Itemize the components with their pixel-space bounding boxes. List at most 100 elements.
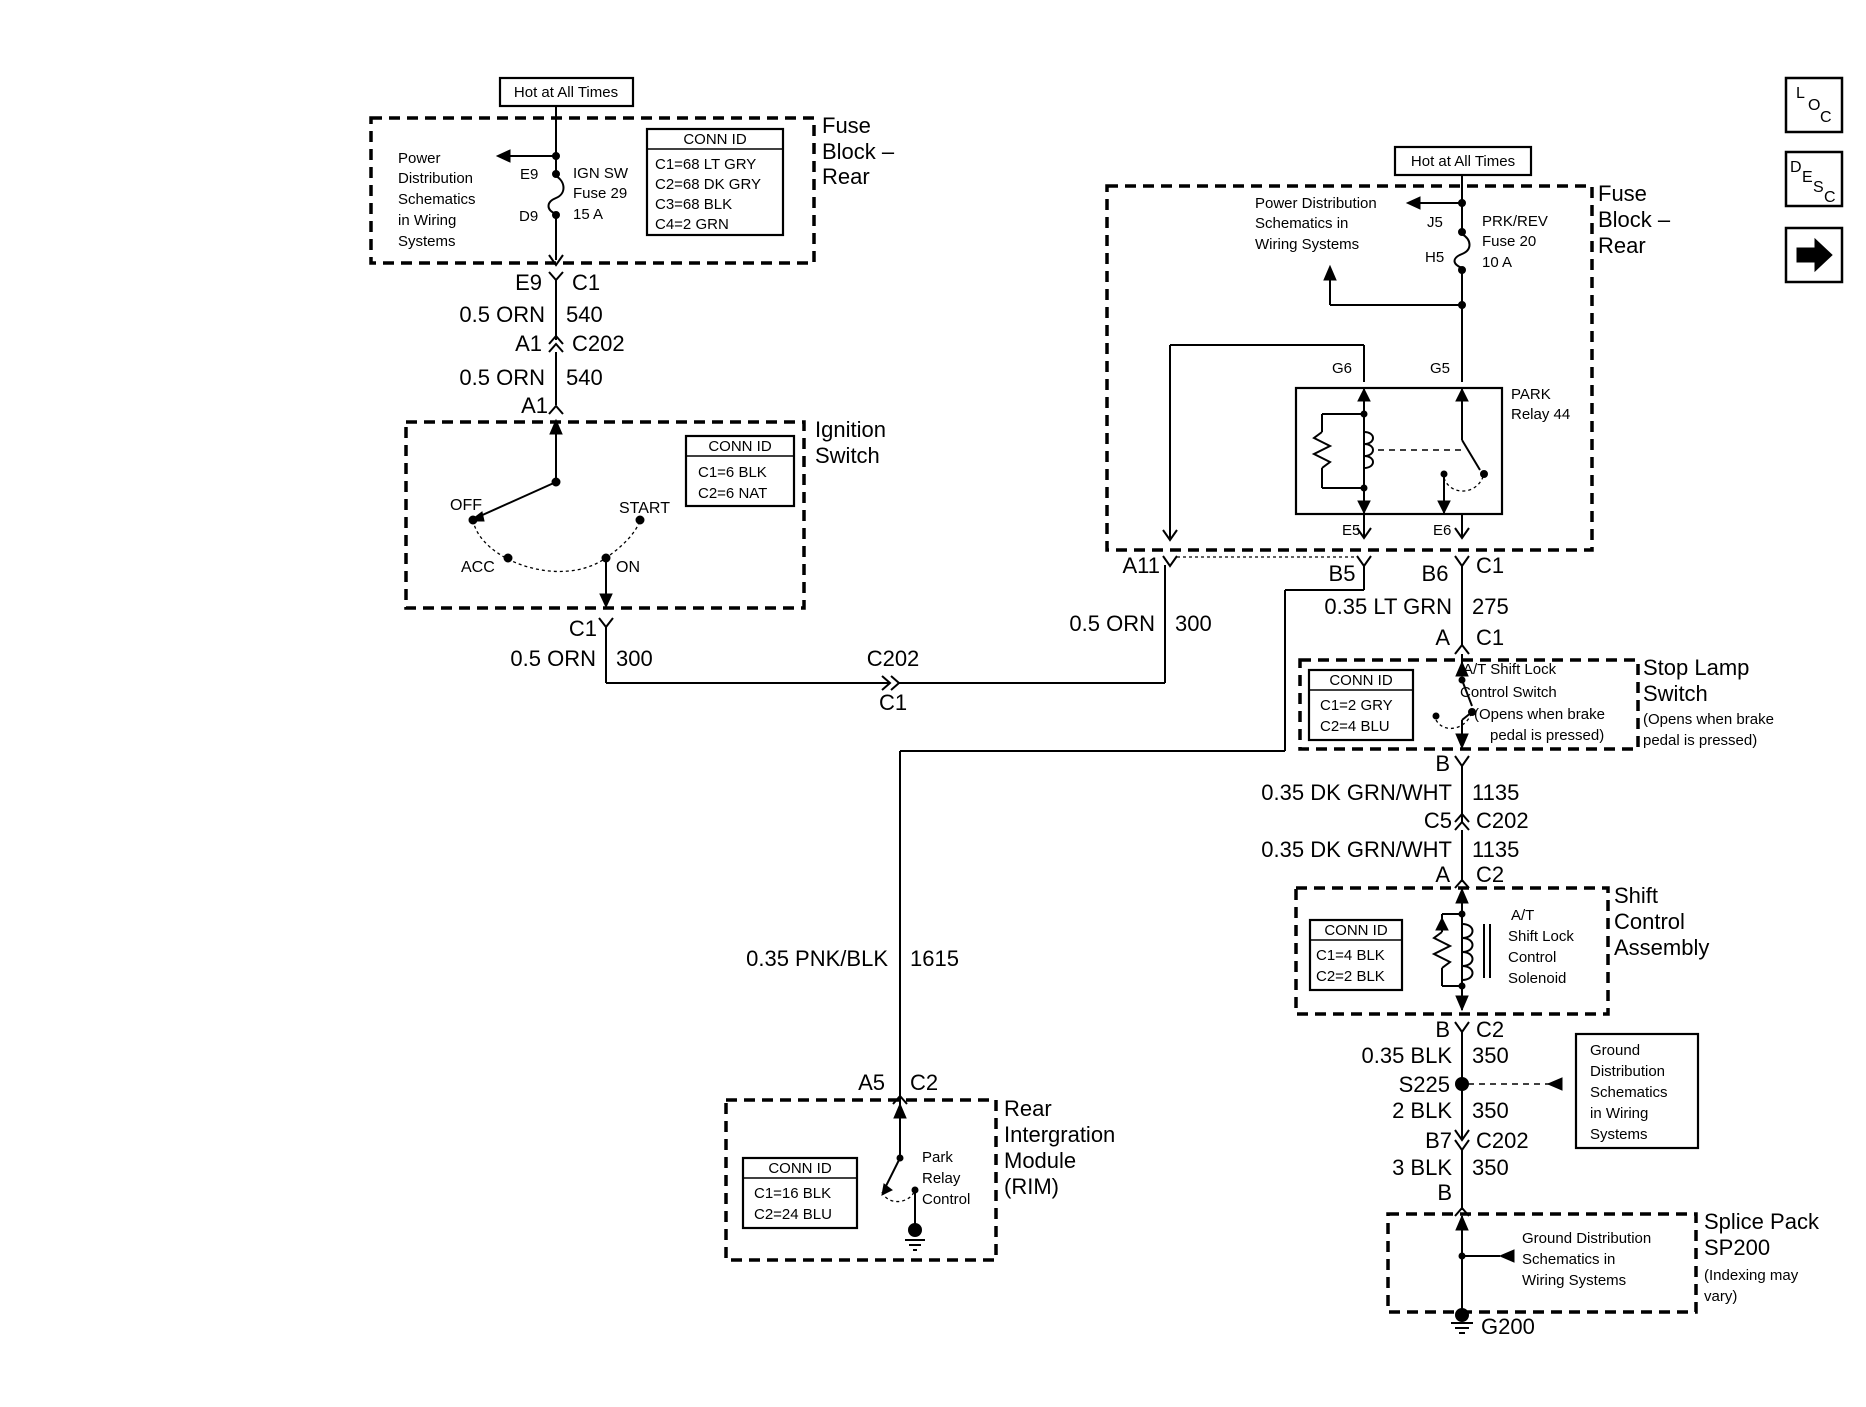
- fuse-block-right-title-2: Block –: [1598, 207, 1671, 232]
- hot-at-all-times-left: [498, 76, 635, 108]
- arrow-right-icon: [1796, 237, 1833, 273]
- fuse-left-number: Fuse 29: [573, 185, 627, 202]
- fuse-left-ref-2: Distribution: [398, 170, 473, 187]
- splice-s225: [1455, 1077, 1469, 1091]
- ignition-acc-label: ACC: [461, 559, 495, 576]
- wire-1135-color-2: 0.35 DK GRN/WHT: [1261, 837, 1452, 862]
- solenoid-label-2: Shift Lock: [1508, 928, 1574, 945]
- stop-lamp-title-2: Switch: [1643, 681, 1708, 706]
- left-c1-pin: E9: [515, 270, 542, 295]
- resistor-icon: [1431, 931, 1453, 969]
- fuse-left-pin-e9: E9: [520, 166, 538, 183]
- relay-contact-icon: [1461, 439, 1481, 471]
- shift-title-1: Shift: [1614, 883, 1658, 908]
- relay-number: Relay 44: [1511, 406, 1570, 423]
- ignition-title-2: Switch: [815, 443, 880, 468]
- wire-540-color-2: 0.5 ORN: [459, 365, 545, 390]
- connector-icon: [548, 254, 564, 267]
- rim-c2-label: C2: [910, 1070, 938, 1095]
- rim-title-2: Intergration: [1004, 1122, 1115, 1147]
- stop-lamp-inner-4: pedal is pressed): [1490, 727, 1604, 744]
- rim-pin-a5: A5: [858, 1070, 885, 1095]
- ignition-off-label: OFF: [450, 497, 482, 514]
- fuse-right-number: Fuse 20: [1482, 233, 1536, 250]
- next-page-button[interactable]: [1784, 226, 1844, 284]
- splice-pack-ref-2: Schematics in: [1522, 1251, 1615, 1268]
- hot-at-all-times-left-label: Hot at All Times: [514, 84, 618, 101]
- desc-button[interactable]: D E S C: [1784, 150, 1844, 208]
- stop-lamp-conn-title: CONN ID: [1329, 672, 1393, 689]
- ground-distribution-ref: [1574, 1032, 1700, 1150]
- rim-control-1: Park: [922, 1149, 953, 1166]
- wire-1135-color-1: 0.35 DK GRN/WHT: [1261, 780, 1452, 805]
- hot-at-all-times-right: [1393, 145, 1533, 177]
- splice-pack-ref-3: Wiring Systems: [1522, 1272, 1626, 1289]
- stop-lamp-note-2: pedal is pressed): [1643, 732, 1757, 749]
- fuse-right-rating: 10 A: [1482, 254, 1512, 271]
- right-c202-label: C202: [1476, 808, 1529, 833]
- fuse-left-ref-4: in Wiring: [398, 212, 456, 229]
- desc-button-frame[interactable]: [1784, 150, 1844, 208]
- relay-pin-g5: G5: [1430, 360, 1450, 377]
- ground-ref-1: Ground: [1590, 1042, 1640, 1059]
- relay-pin-g6: G6: [1332, 360, 1352, 377]
- left-c202-label: C202: [572, 331, 625, 356]
- solenoid-coil-icon: [1461, 923, 1474, 981]
- ground-ref-5: Systems: [1590, 1126, 1648, 1143]
- wire-350-number-1: 350: [1472, 1043, 1509, 1068]
- shift-pin-a: A: [1435, 862, 1450, 887]
- fuse-right-ref-3: Wiring Systems: [1255, 236, 1359, 253]
- arrow-left-icon: [1546, 1077, 1563, 1091]
- right-pin-b7: B7: [1425, 1128, 1452, 1153]
- fuse-left-conn-4: C4=2 GRN: [655, 216, 729, 233]
- shift-c2-top: C2: [1476, 862, 1504, 887]
- ignition-conn-1: C1=6 BLK: [698, 464, 767, 481]
- c202-label-mid: C202: [867, 646, 920, 671]
- loc-letter-o: O: [1808, 97, 1820, 114]
- fuse-left-conn-1: C1=68 LT GRY: [655, 156, 756, 173]
- fuse-right-pin-h5: H5: [1425, 249, 1444, 266]
- connector-pin-a11: A11: [1122, 553, 1160, 578]
- wire-540-number-1: 540: [566, 302, 603, 327]
- shift-conn-id: [1308, 918, 1404, 992]
- stop-lamp-conn-id: [1307, 668, 1415, 742]
- fuse-right-ref-2: Schematics in: [1255, 215, 1348, 232]
- relay-pin-e6: E6: [1433, 522, 1451, 539]
- loc-button-frame[interactable]: [1784, 76, 1844, 134]
- ignition-conn-title: CONN ID: [708, 438, 772, 455]
- stop-lamp-inner-2: Control Switch: [1460, 684, 1557, 701]
- desc-letter-e: E: [1802, 169, 1813, 186]
- splice-s225-label: S225: [1399, 1072, 1450, 1097]
- splice-pack-note-2: vary): [1704, 1288, 1737, 1305]
- relay-coil-icon: [1363, 431, 1374, 469]
- stop-lamp-inner-3: (Opens when brake: [1474, 706, 1605, 723]
- solenoid-label-1: A/T: [1511, 907, 1534, 924]
- ground-ref-4: in Wiring: [1590, 1105, 1648, 1122]
- ignition-conn-2: C2=6 NAT: [698, 485, 767, 502]
- rim-conn-1: C1=16 BLK: [754, 1185, 831, 1202]
- wire-275-number: 275: [1472, 594, 1509, 619]
- shift-pin-b: B: [1435, 1017, 1450, 1042]
- wire-540-number-2: 540: [566, 365, 603, 390]
- shift-title-2: Control: [1614, 909, 1685, 934]
- shift-conn-2: C2=2 BLK: [1316, 968, 1385, 985]
- stop-lamp-conn-2: C2=4 BLU: [1320, 718, 1390, 735]
- shift-title-3: Assembly: [1614, 935, 1709, 960]
- c202-c1-label-mid: C1: [879, 690, 907, 715]
- wire-1135-number-1: 1135: [1472, 780, 1519, 805]
- ignition-pin-a1: A1: [521, 393, 548, 418]
- park-relay-44: [1294, 386, 1504, 516]
- ground-ref-3: Schematics: [1590, 1084, 1668, 1101]
- loc-button[interactable]: L O C: [1784, 76, 1844, 134]
- wire-300-number-left: 300: [616, 646, 653, 671]
- connector-pin-b5: B5: [1329, 561, 1356, 586]
- splice-pack-title-2: SP200: [1704, 1235, 1770, 1260]
- fuse-right-ref-1: Power Distribution: [1255, 195, 1377, 212]
- shift-conn-title: CONN ID: [1324, 922, 1388, 939]
- shift-control-assembly-box: [1294, 886, 1610, 1016]
- rim-control-2: Relay: [922, 1170, 961, 1187]
- connector-c1-right: C1: [1476, 553, 1504, 578]
- ground-ref-2: Distribution: [1590, 1063, 1665, 1080]
- connector-pin-b6: B6: [1422, 561, 1449, 586]
- solenoid-label-3: Control: [1508, 949, 1556, 966]
